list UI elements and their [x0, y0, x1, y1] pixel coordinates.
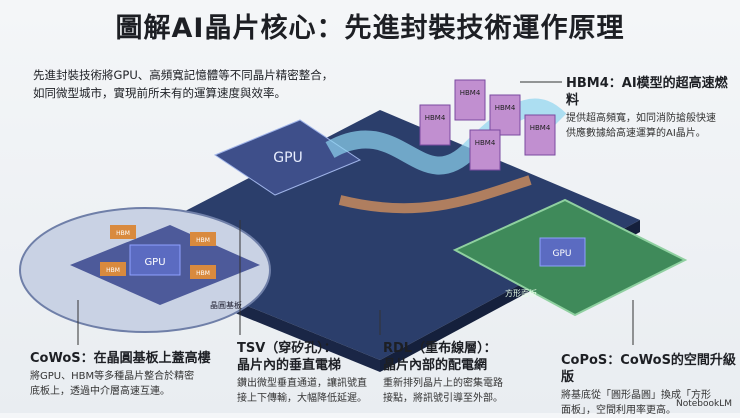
callout-heading: RDL（重布線層）：: [383, 341, 497, 356]
callout-tsv: TSV（穿矽孔）： 晶片內的垂直電梯 鑽出微型垂直通道，讓訊號直接上下傳輸，大幅降…: [237, 340, 367, 406]
cowos-hbm: [110, 225, 136, 239]
svg-text:GPU: GPU: [553, 249, 572, 259]
svg-text:HBM4: HBM4: [530, 124, 551, 132]
callout-body: 接上下傳輸，大幅降低延遲。: [237, 393, 367, 404]
svg-text:HBM4: HBM4: [475, 139, 496, 147]
intro-text: 先進封裝技術將GPU、高頻寬記憶體等不同晶片精密整合， 如同微型城市，實現前所未…: [33, 66, 363, 102]
wafer-label: 晶圓基板: [210, 300, 242, 310]
callout-cowos: CoWoS：在晶圓基板上蓋高樓 將GPU、HBM等多種晶片整合於精密底板上，透過…: [30, 350, 211, 399]
callout-body: 將GPU、HBM等多種晶片整合於精密: [30, 371, 195, 382]
cowos-hbm: [190, 265, 216, 279]
page-title: 圖解AI晶片核心：先進封裝技術運作原理: [115, 13, 625, 44]
copos-gpu: [539, 237, 586, 267]
svg-text:HBM: HBM: [196, 237, 210, 244]
callout-heading: HBM4：AI模型的超高速燃料: [566, 76, 728, 108]
svg-text:HBM4: HBM4: [495, 104, 516, 112]
callout-body: 重新排列晶片上的密集電路: [383, 378, 503, 389]
svg-text:HBM4: HBM4: [425, 114, 446, 122]
callout-hbm4: HBM4：AI模型的超高速燃料 提供超高頻寬，如同消防搶般快速供應數據給高速運算…: [566, 75, 740, 141]
main-gpu: [213, 119, 362, 196]
callout-body: 供應數據給高速運算的AI晶片。: [566, 128, 706, 139]
panel-label: 方形面板: [505, 288, 537, 298]
callout-body: 提供超高頻寬，如同消防搶般快速: [566, 113, 716, 124]
callout-heading: 晶片內的垂直電梯: [237, 358, 342, 373]
notebooklm-brand: NotebookLM: [675, 399, 732, 409]
cowos-gpu: [129, 244, 181, 276]
data-flow: [325, 98, 567, 175]
callout-heading: TSV（穿矽孔）：: [237, 341, 337, 356]
callout-body: 面板」，空間利用率更高。: [561, 405, 676, 416]
svg-text:HBM: HBM: [196, 270, 210, 277]
callout-body: 將基底從「圓形晶圓」換成「方形: [561, 390, 711, 401]
cowos-gpu-label: GPU: [144, 257, 165, 268]
callout-body: 底板上，透過中介層高速互連。: [30, 386, 170, 397]
svg-text:HBM: HBM: [106, 267, 120, 274]
callout-rdl: RDL（重布線層）： 晶片內部的配電網 重新排列晶片上的密集電路接點，將訊號引導至…: [383, 340, 503, 406]
cowos-hbm: [100, 262, 126, 276]
cowos-hbm: [190, 232, 216, 246]
callout-heading: 晶片內部的配電網: [383, 358, 488, 373]
callout-heading: CoPoS：CoWoS的空間升級版: [561, 353, 736, 385]
svg-text:HBM4: HBM4: [460, 89, 481, 97]
intro-line: 先進封裝技術將GPU、高頻寬記憶體等不同晶片精密整合，: [33, 68, 334, 82]
callout-heading: CoWoS：在晶圓基板上蓋高樓: [30, 351, 211, 366]
callout-body: 鑽出微型垂直通道，讓訊號直: [237, 378, 367, 389]
hbm4-stacks: HBM4 HBM4 HBM4 HBM4 HBM4: [419, 79, 556, 171]
callout-body: 接點，將訊號引導至外部。: [383, 393, 503, 404]
callout-copos: CoPoS：CoWoS的空間升級版 將基底從「圓形晶圓」換成「方形面板」，空間利…: [561, 352, 740, 418]
svg-text:HBM: HBM: [116, 230, 130, 237]
intro-line: 如同微型城市，實現前所未有的運算速度與效率。: [33, 86, 286, 100]
main-gpu-label: GPU: [273, 150, 303, 166]
